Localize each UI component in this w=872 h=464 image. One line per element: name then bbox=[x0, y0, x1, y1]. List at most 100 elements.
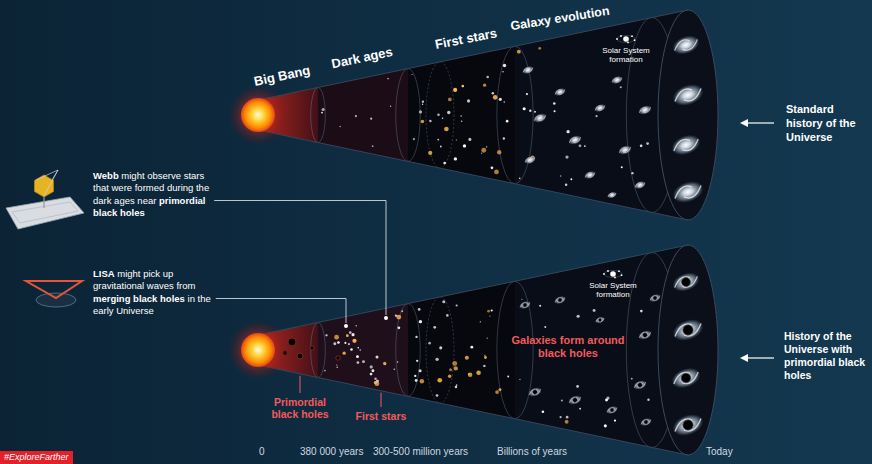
black-hole-galaxy bbox=[553, 294, 567, 305]
galaxy-arm bbox=[633, 382, 642, 388]
galaxy-disc bbox=[605, 404, 619, 415]
star bbox=[593, 309, 596, 312]
galaxy-disc bbox=[567, 394, 583, 407]
star bbox=[503, 137, 505, 139]
star bbox=[463, 144, 466, 147]
galaxy-arm bbox=[649, 295, 657, 300]
galaxies bbox=[521, 32, 706, 207]
galaxy-disc bbox=[523, 154, 537, 165]
star bbox=[577, 315, 580, 318]
galaxy-arm bbox=[638, 332, 647, 338]
today-disc bbox=[658, 245, 718, 455]
galaxy-arm bbox=[528, 158, 536, 163]
star bbox=[339, 126, 340, 127]
star bbox=[442, 117, 444, 119]
galaxy-arm bbox=[594, 105, 602, 110]
galaxy-arm bbox=[537, 115, 546, 121]
star bbox=[370, 365, 373, 368]
star bbox=[415, 336, 417, 338]
lisa-icon bbox=[26, 281, 82, 307]
cone-section bbox=[426, 62, 454, 168]
cone-section bbox=[497, 281, 533, 419]
star bbox=[544, 326, 546, 328]
leader-line bbox=[216, 299, 346, 324]
star bbox=[554, 110, 556, 112]
star bbox=[422, 104, 423, 105]
star bbox=[375, 355, 378, 358]
spiral-galaxy bbox=[610, 74, 624, 85]
star bbox=[576, 385, 579, 388]
star bbox=[357, 361, 360, 364]
black-hole-galaxy bbox=[605, 404, 619, 415]
star bbox=[454, 366, 458, 370]
galaxy-arm bbox=[526, 68, 534, 73]
star bbox=[447, 111, 450, 114]
star bbox=[503, 101, 504, 102]
star bbox=[526, 93, 528, 95]
galaxy-arm bbox=[558, 90, 566, 95]
galaxy-arm bbox=[611, 77, 619, 82]
galaxy-arm bbox=[637, 382, 646, 388]
star bbox=[523, 107, 526, 110]
galaxy-disc bbox=[553, 86, 567, 97]
star bbox=[491, 166, 494, 169]
spiral-galaxy bbox=[583, 169, 597, 180]
spiral-galaxy bbox=[606, 190, 618, 199]
star bbox=[565, 155, 568, 158]
solar-system-icon bbox=[616, 35, 635, 43]
star bbox=[481, 148, 486, 153]
galaxy-arm bbox=[523, 303, 531, 308]
star bbox=[442, 300, 445, 303]
timeline-label: 300-500 million years bbox=[373, 446, 468, 458]
spiral-galaxy bbox=[670, 177, 707, 207]
galaxy-arm bbox=[671, 138, 691, 151]
star bbox=[446, 314, 449, 317]
leader-dot bbox=[344, 324, 348, 328]
galaxy-band bbox=[515, 230, 735, 464]
spiral-galaxy bbox=[532, 112, 548, 125]
galaxy-arm bbox=[622, 147, 631, 153]
standard-history-cone bbox=[228, 0, 735, 235]
star bbox=[507, 376, 509, 378]
black-hole-galaxy bbox=[669, 364, 704, 392]
star bbox=[579, 408, 581, 410]
primary-mirror bbox=[34, 175, 53, 197]
primordial-black-hole bbox=[310, 346, 314, 350]
epoch-label: First stars bbox=[434, 25, 499, 52]
galaxy-arm bbox=[682, 89, 703, 103]
galaxy-arm bbox=[644, 420, 652, 425]
spiral-galaxy bbox=[553, 86, 567, 97]
cone-fill bbox=[240, 230, 735, 464]
planet bbox=[603, 273, 605, 275]
star bbox=[362, 360, 365, 363]
sun bbox=[623, 36, 629, 42]
star bbox=[454, 157, 457, 160]
timeline-label: Billions of years bbox=[497, 446, 567, 458]
stars bbox=[321, 47, 649, 186]
star bbox=[324, 370, 326, 372]
star bbox=[484, 355, 485, 356]
star bbox=[467, 99, 470, 102]
galaxy-arm bbox=[522, 67, 530, 72]
galaxy-disc bbox=[637, 104, 653, 117]
star bbox=[640, 144, 643, 147]
pbh-history-cone bbox=[228, 230, 735, 464]
pointer-arrow-head bbox=[740, 119, 748, 127]
star bbox=[348, 343, 350, 345]
star bbox=[614, 419, 616, 421]
star bbox=[395, 314, 397, 316]
star bbox=[647, 399, 649, 401]
galaxy-arm bbox=[681, 139, 701, 152]
star bbox=[384, 364, 385, 365]
star bbox=[370, 118, 372, 120]
star bbox=[344, 342, 346, 344]
black-hole-galaxy bbox=[632, 379, 648, 392]
black-hole bbox=[680, 372, 692, 384]
tag-text: #ExploreFarther bbox=[4, 452, 69, 462]
black-hole bbox=[681, 418, 694, 431]
star bbox=[483, 365, 485, 367]
black-hole-galaxy bbox=[670, 269, 702, 295]
star bbox=[419, 320, 422, 323]
star bbox=[437, 139, 439, 141]
galaxy-arm bbox=[615, 78, 623, 83]
